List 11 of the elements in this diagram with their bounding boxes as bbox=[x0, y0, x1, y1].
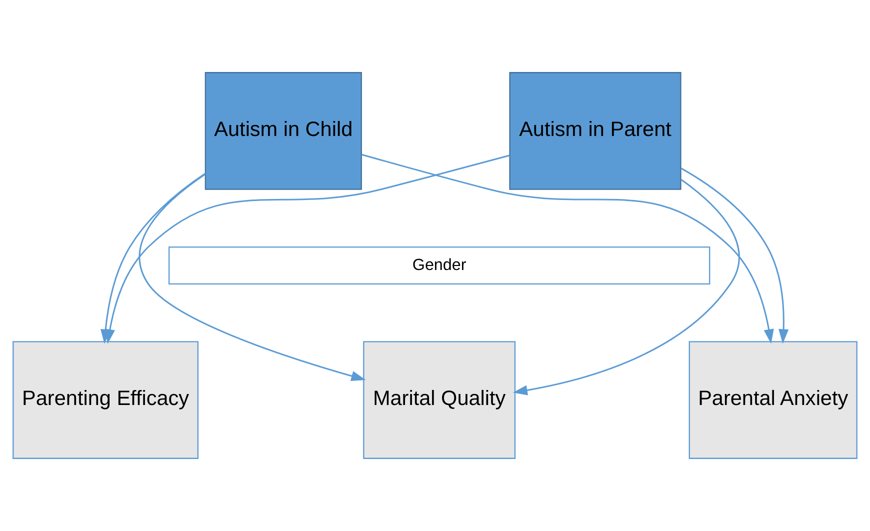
node-box: Marital Quality bbox=[363, 341, 516, 459]
node-box: Autism in Parent bbox=[509, 72, 682, 190]
arrow bbox=[512, 178, 740, 396]
arrow bbox=[680, 168, 789, 344]
node-box: Autism in Child bbox=[204, 72, 362, 190]
arrow bbox=[362, 154, 774, 344]
node-box: Gender bbox=[168, 246, 710, 285]
arrow bbox=[138, 174, 366, 381]
node-box: Parenting Efficacy bbox=[12, 341, 199, 459]
arrow bbox=[104, 154, 510, 344]
node-box: Parental Anxiety bbox=[688, 341, 858, 459]
